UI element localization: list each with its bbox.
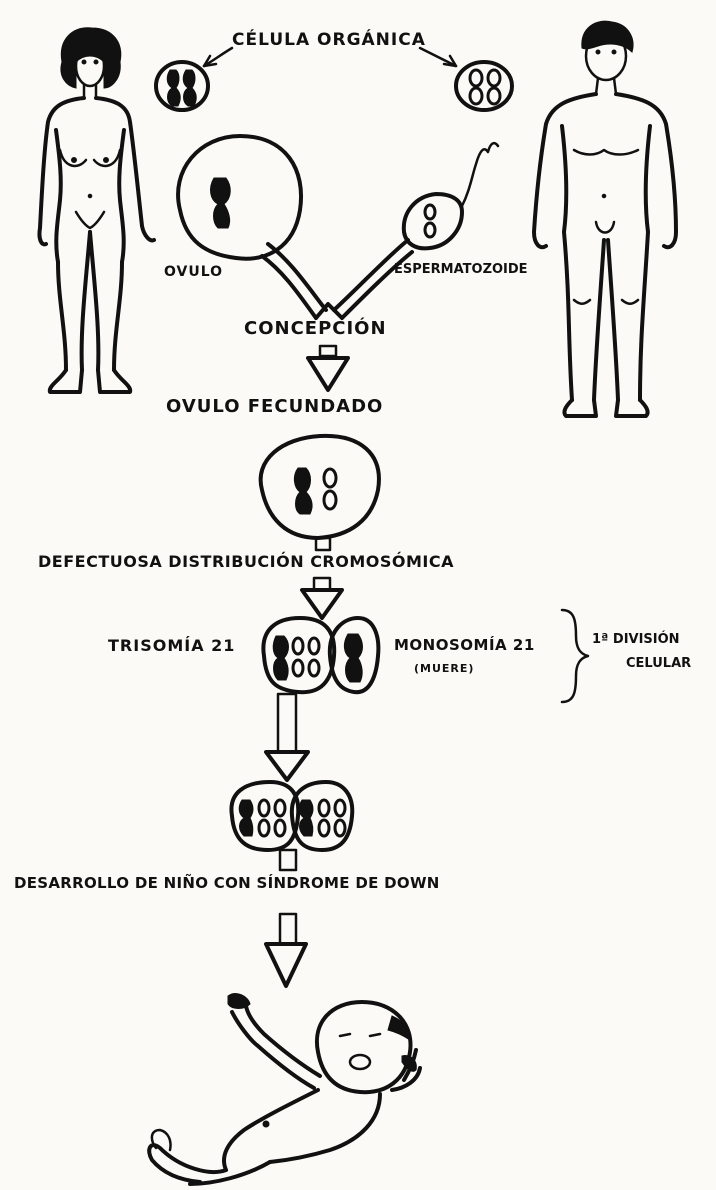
down-arrow-icon [266,694,308,780]
trisomy-cell [263,618,334,692]
down-arrow-icon [266,914,306,986]
ovum-cell [178,136,301,259]
baby-figure-icon [149,994,420,1184]
label-espermatozoide: Espermatozoide [394,262,528,277]
label-celular: Celular [626,656,691,671]
label-monosomia: Monosomía 21 [394,636,535,654]
monosomy-cell [330,618,379,692]
organic-cell-right [456,62,512,110]
man-figure-icon [534,21,676,416]
label-division: 1ª División [592,632,680,647]
label-muere: (muere) [414,662,474,675]
fertilized-egg [261,436,379,550]
label-ovulo-fecundado: Ovulo Fecundado [166,396,383,417]
label-trisomia: Trisomía 21 [108,636,235,655]
organic-cell-left [156,62,208,110]
sperm-cell [404,143,498,248]
conception-tubes [262,240,412,318]
label-concepcion: Concepción [244,318,387,339]
division-cells [231,782,352,870]
down-arrow-icon [302,578,342,618]
woman-figure-icon [39,28,154,392]
label-celula-organica: Célula Orgánica [232,30,426,50]
down-arrow-icon [308,346,348,390]
label-desarrollo: Desarrollo de niño con Síndrome de Down [14,874,440,892]
label-ovulo: Ovulo [164,264,223,280]
curly-brace-icon [562,610,588,702]
label-defectuosa-distribucion: Defectuosa Distribución Cromosómica [38,552,454,571]
